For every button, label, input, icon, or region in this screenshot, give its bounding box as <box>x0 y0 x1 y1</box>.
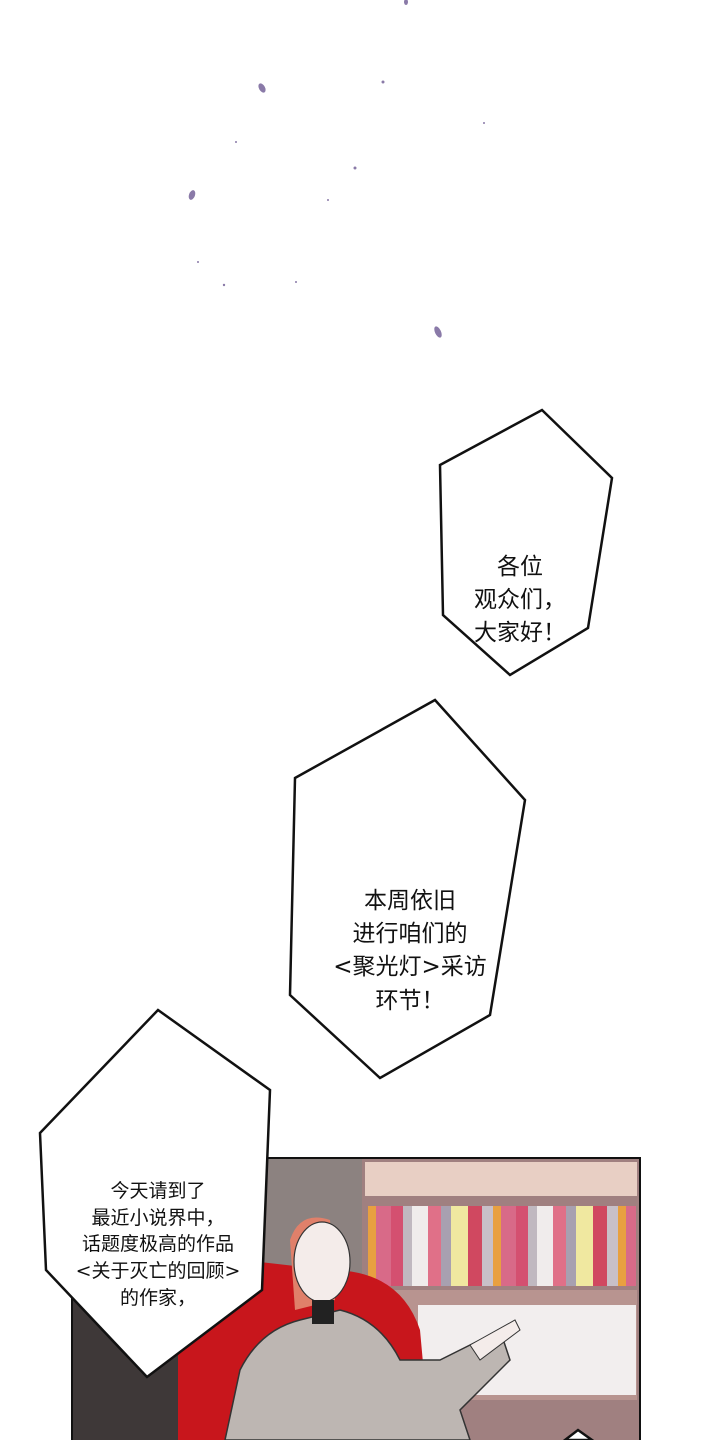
book-spine <box>493 1206 501 1286</box>
book-spine <box>607 1206 618 1286</box>
book-spine <box>376 1206 391 1286</box>
person-hand <box>469 1319 521 1361</box>
petal <box>381 80 385 84</box>
book-spine <box>501 1206 516 1286</box>
petal <box>197 261 199 263</box>
book-spine <box>537 1206 553 1286</box>
book-spine <box>593 1206 607 1286</box>
book-spine <box>441 1206 451 1286</box>
bubble-2-text: 本周依旧进行咱们的<聚光灯>采访环节！ <box>333 887 487 1014</box>
bubble-3-text: 今天请到了最近小说界中，话题度极高的作品<关于灭亡的回顾>的作家， <box>75 1180 241 1309</box>
book-spine <box>403 1206 412 1286</box>
speech-bubble-4-tip <box>562 1428 595 1440</box>
falling-petals <box>188 0 485 338</box>
book-spine <box>553 1206 566 1286</box>
book-spine <box>391 1206 403 1286</box>
book-spine <box>618 1206 626 1286</box>
book-spine <box>412 1206 428 1286</box>
book-spine <box>516 1206 528 1286</box>
speech-bubbles <box>38 408 614 1440</box>
book-spine <box>566 1206 576 1286</box>
books-row <box>368 1206 636 1286</box>
book-spine <box>468 1206 482 1286</box>
petal <box>258 83 266 93</box>
petal <box>235 141 237 143</box>
microphone <box>312 1300 334 1324</box>
petal <box>327 199 329 201</box>
book-spine <box>482 1206 493 1286</box>
petal <box>222 283 226 287</box>
book-spine <box>528 1206 537 1286</box>
person-coat <box>224 1309 511 1440</box>
speech-bubble-3 <box>38 1008 272 1379</box>
petal <box>188 190 196 200</box>
petal <box>295 281 297 283</box>
book-spine <box>451 1206 468 1286</box>
book-spine <box>626 1206 636 1286</box>
book-spine <box>428 1206 441 1286</box>
petal <box>434 326 442 338</box>
person-face <box>293 1221 351 1303</box>
petal <box>404 0 408 5</box>
petal <box>483 122 485 124</box>
speech-bubble-1 <box>438 408 614 677</box>
book-spine <box>576 1206 593 1286</box>
petal <box>353 166 357 170</box>
bubble-1-text: 各位观众们，大家好！ <box>474 553 566 647</box>
speech-bubble-2 <box>288 698 527 1080</box>
book-spine <box>368 1206 376 1286</box>
